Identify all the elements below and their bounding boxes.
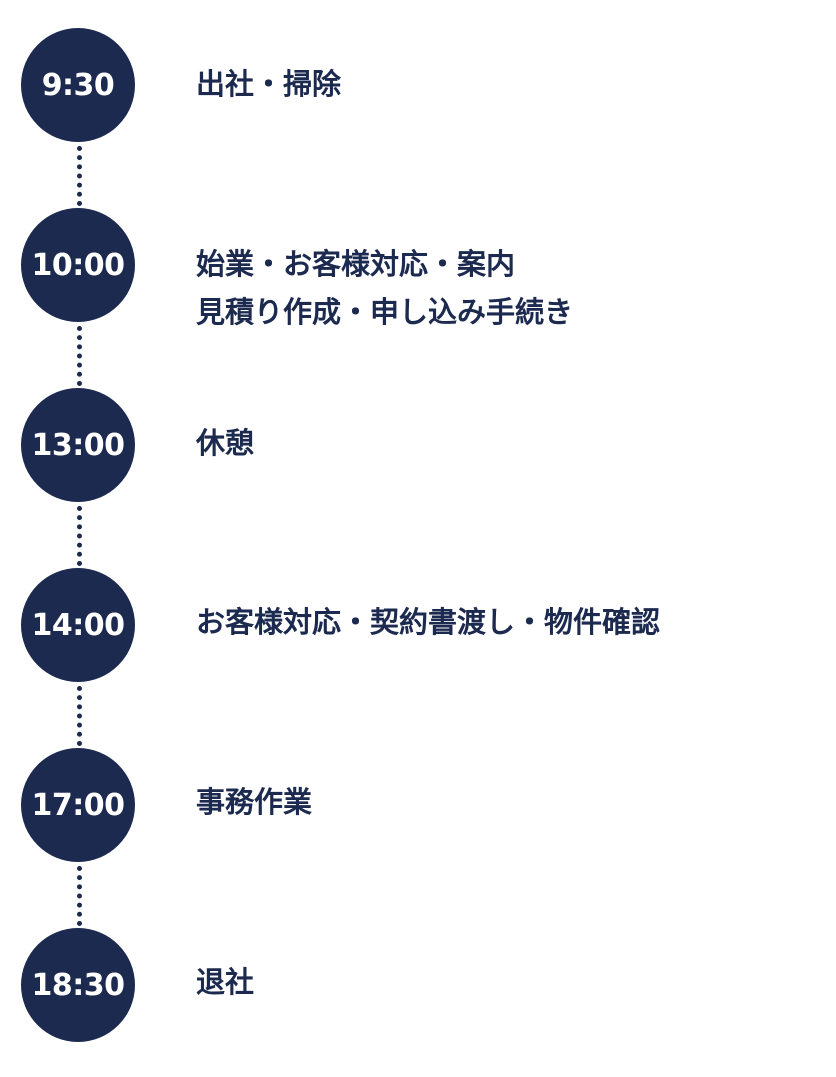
timeline-connector: [77, 866, 82, 926]
time-label: 9:30: [41, 67, 115, 103]
time-circle: 18:30: [21, 928, 135, 1042]
activity-description: 事務作業: [196, 778, 312, 826]
activity-line: 退社: [196, 965, 255, 999]
time-label: 14:00: [31, 607, 126, 643]
activity-description: 出社・掃除: [196, 60, 341, 108]
timeline-connector: [77, 146, 82, 206]
activity-line: 出社・掃除: [196, 67, 342, 101]
activity-line: 休憩: [196, 426, 255, 460]
activity-line: 始業・お客様対応・案内: [196, 247, 516, 281]
timeline-connector: [77, 506, 82, 566]
time-circle: 17:00: [21, 748, 135, 862]
activity-line: 事務作業: [196, 785, 313, 819]
timeline-connector: [77, 686, 82, 746]
time-circle: 14:00: [21, 568, 135, 682]
activity-description: お客様対応・契約書渡し・物件確認: [196, 598, 660, 646]
time-label: 17:00: [31, 787, 126, 823]
time-circle: 9:30: [21, 28, 135, 142]
time-label: 13:00: [31, 427, 126, 463]
time-circle: 10:00: [21, 208, 135, 322]
timeline-connector: [77, 326, 82, 386]
activity-line: お客様対応・契約書渡し・物件確認: [196, 605, 661, 639]
time-circle: 13:00: [21, 388, 135, 502]
time-label: 10:00: [31, 247, 126, 283]
activity-description: 休憩: [196, 419, 254, 467]
time-label: 18:30: [31, 967, 126, 1003]
activity-description: 退社: [196, 958, 254, 1006]
activity-line: 見積り作成・申し込み手続き: [196, 295, 574, 329]
activity-description: 始業・お客様対応・案内 見積り作成・申し込み手続き: [196, 240, 573, 336]
